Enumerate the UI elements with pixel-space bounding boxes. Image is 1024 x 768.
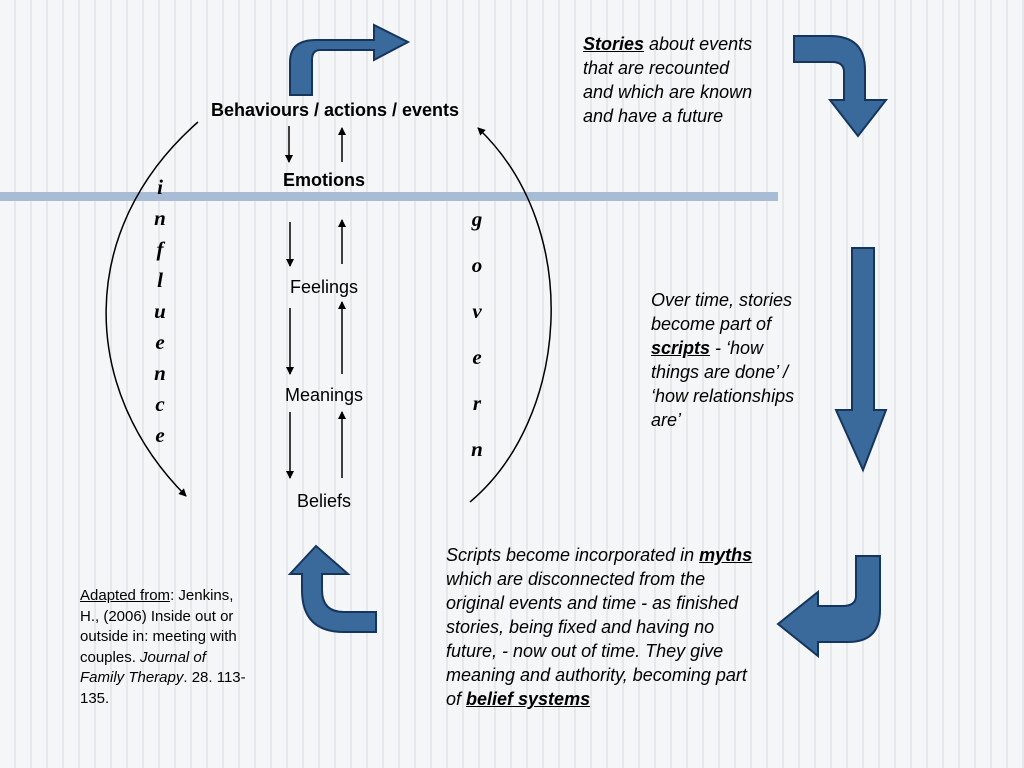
influence-arc (105, 121, 199, 497)
influence-vertical-text: i n f l u e n c e (148, 172, 172, 451)
meanings-label: Meanings (284, 385, 364, 405)
influence-letter: n (154, 361, 166, 385)
citation: Adapted from: Jenkins, H., (2006) Inside… (80, 586, 250, 709)
influence-letter: e (155, 330, 165, 354)
citation-colon: : (170, 587, 175, 604)
govern-vertical-text: g o v e r n (465, 196, 489, 472)
curved-arrow-down-icon (793, 35, 889, 138)
curved-arrow-left-icon (776, 555, 881, 659)
feelings-label: Feelings (289, 277, 359, 297)
stories-keyword: Stories (583, 34, 645, 54)
scripts-keyword: scripts (651, 338, 711, 358)
citation-text: Jenkins, H., (2006) Inside out or outsid… (80, 587, 237, 666)
govern-letter: e (472, 345, 482, 369)
divider-bar (0, 192, 778, 201)
myths-description: which are disconnected from the original… (446, 569, 747, 709)
govern-letter: n (471, 437, 483, 461)
belief-systems-keyword: belief systems (466, 689, 591, 709)
scripts-intro: Over time, stories become part of (651, 290, 793, 334)
myths-keyword: myths (699, 545, 753, 565)
govern-arc (469, 127, 552, 503)
govern-letter: v (472, 299, 482, 323)
curved-arrow-up-icon (287, 544, 377, 633)
influence-letter: f (156, 237, 164, 261)
down-arrow-icon (834, 247, 888, 473)
myths-intro: Scripts become incorporated in (446, 545, 700, 565)
influence-letter: u (154, 299, 166, 323)
govern-letter: o (471, 253, 483, 277)
curved-arrow-right-icon (289, 23, 411, 96)
influence-letter: c (155, 392, 165, 416)
beliefs-label: Beliefs (296, 491, 352, 511)
stories-description: about events that are recounted and whic… (583, 34, 753, 126)
influence-letter: i (157, 175, 163, 199)
emotions-label: Emotions (282, 170, 365, 190)
influence-letter: n (154, 206, 166, 230)
citation-volume: . 28. 113-135. (80, 669, 246, 707)
citation-journal: Journal of Family Therapy (80, 648, 206, 687)
myths-text: Scripts become incorporated in myths whi… (446, 543, 758, 711)
govern-letter: r (472, 391, 482, 415)
stories-text: Stories about events that are recounted … (583, 32, 753, 128)
influence-letter: e (155, 423, 165, 447)
govern-letter: g (471, 207, 483, 231)
citation-label: Adapted from (80, 587, 171, 604)
influence-letter: l (157, 268, 163, 292)
scripts-description: - ‘how things are done’ / ‘how relations… (651, 338, 795, 430)
behaviours-label: Behaviours / actions / events (210, 100, 460, 120)
scripts-text: Over time, stories become part of script… (651, 288, 796, 432)
